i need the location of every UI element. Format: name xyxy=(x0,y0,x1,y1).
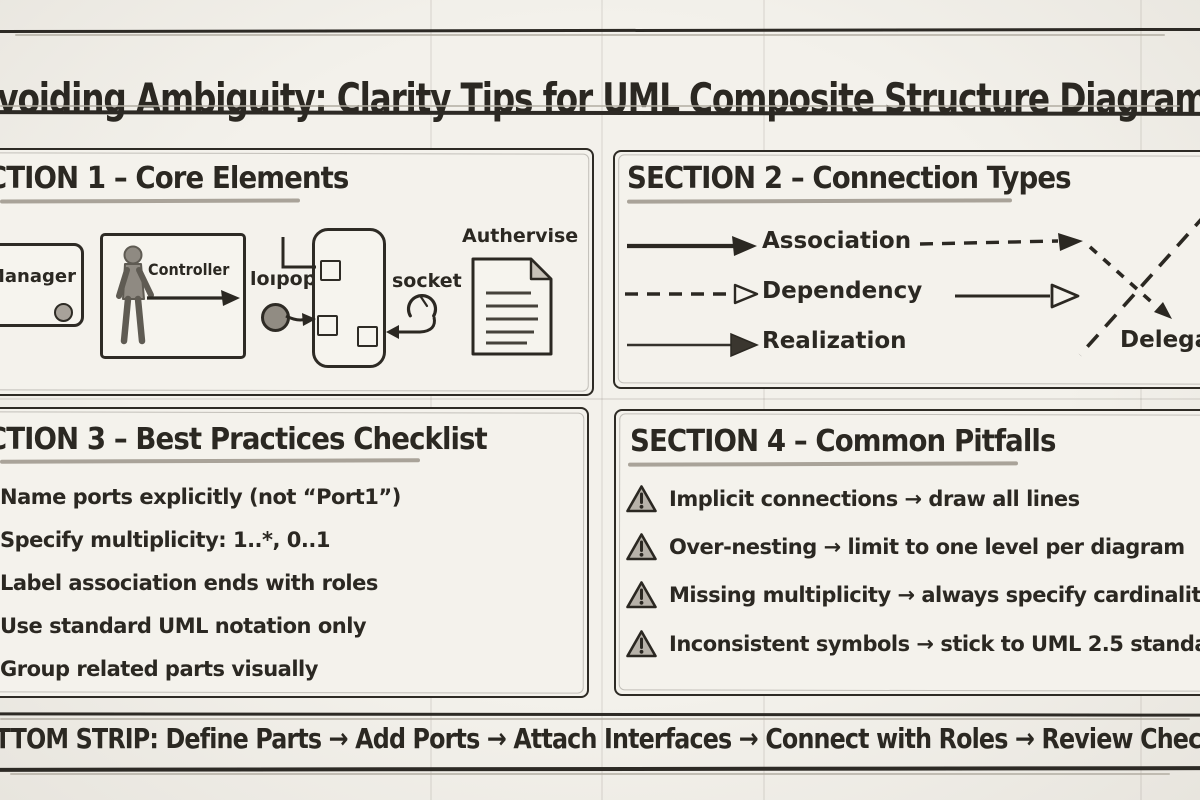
paper-crease-vertical xyxy=(430,0,432,800)
section2-title: SECTION 2 – Connection Types xyxy=(627,161,1072,196)
association-label: Association xyxy=(762,228,912,254)
warning-icon xyxy=(626,630,657,658)
controller-part-box xyxy=(100,233,246,359)
pitfall-text: Implicit connections → draw all lines xyxy=(669,487,1080,511)
realization-label: Realization xyxy=(762,328,907,354)
warning-icon xyxy=(626,533,657,561)
pitfall-text: Inconsistent symbols → stick to UML 2.5 … xyxy=(669,632,1200,656)
document-label: Authervise xyxy=(462,225,579,247)
pitfall-row: Over-nesting → limit to one level per di… xyxy=(625,530,1185,564)
paper-crease-vertical xyxy=(1140,0,1142,800)
pitfall-row: Implicit connections → draw all lines xyxy=(625,482,1080,516)
bottom-strip-bottom-line xyxy=(0,766,1200,772)
section4-panel xyxy=(614,409,1200,696)
checklist-item: Label association ends with roles xyxy=(0,571,378,595)
warning-icon xyxy=(626,581,657,609)
delegation-label: Delegation xyxy=(1120,327,1200,353)
lollipop-interface-icon xyxy=(261,303,290,332)
component-part-box xyxy=(312,228,386,368)
warning-icon xyxy=(626,485,657,513)
bottom-strip-text: BOTTOM STRIP: Define Parts → Add Ports →… xyxy=(0,722,1200,755)
title-band-top-line xyxy=(0,27,1200,34)
dependency-label: Dependency xyxy=(762,278,923,304)
pitfall-text: Over-nesting → limit to one level per di… xyxy=(669,535,1185,559)
best-practices-list: Name ports explicitly (not “Port1”) Spec… xyxy=(0,476,401,691)
bottom-strip-bottom-echo xyxy=(10,773,1170,775)
component-port-top xyxy=(320,260,341,281)
paper-crease-horizontal xyxy=(0,398,1200,400)
controller-part-label: Controller xyxy=(148,260,230,279)
page-title: Avoiding Ambiguity: Clarity Tips for UML… xyxy=(0,74,1200,124)
checklist-item: Group related parts visually xyxy=(0,657,318,681)
title-band-bottom-echo xyxy=(0,105,1180,107)
paper-crease-vertical xyxy=(763,0,765,800)
section3-panel xyxy=(0,407,589,698)
manager-part-box: Manager xyxy=(0,243,84,327)
socket-interface-label: socket xyxy=(392,270,462,292)
section1-title: SECTION 1 – Core Elements xyxy=(0,161,349,196)
pitfall-row: Missing multiplicity → always specify ca… xyxy=(625,578,1200,612)
pitfall-row: Inconsistent symbols → stick to UML 2.5 … xyxy=(625,627,1200,661)
manager-port-circle xyxy=(54,303,73,322)
manager-part-label: Manager xyxy=(0,266,76,287)
checklist-item: Use standard UML notation only xyxy=(0,614,367,638)
checklist-item: Specify multiplicity: 1..*, 0..1 xyxy=(0,528,330,552)
lollipop-interface-label: loıpop xyxy=(250,268,317,290)
section3-title: SECTION 3 – Best Practices Checklist xyxy=(0,422,488,457)
component-port-middle xyxy=(317,315,338,336)
bottom-strip-top-echo xyxy=(0,718,1190,720)
bottom-strip-top-line xyxy=(0,712,1200,717)
paper-crease-vertical xyxy=(601,0,603,800)
section4-title: SECTION 4 – Common Pitfalls xyxy=(630,424,1056,459)
checklist-item: Name ports explicitly (not “Port1”) xyxy=(0,485,401,509)
pitfall-text: Missing multiplicity → always specify ca… xyxy=(669,583,1200,607)
component-port-bottom xyxy=(357,326,378,347)
title-band-top-echo xyxy=(15,34,1165,36)
